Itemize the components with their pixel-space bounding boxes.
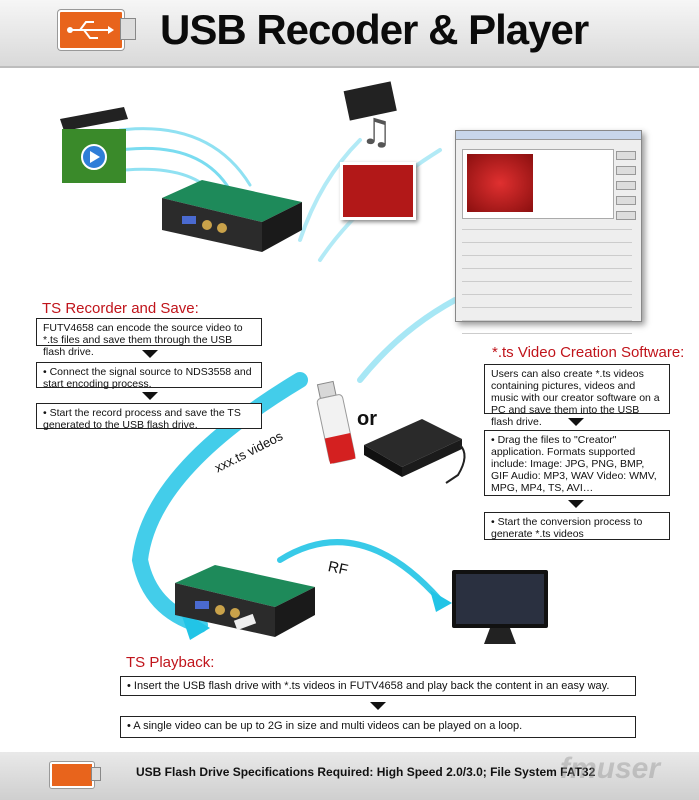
creation-step-3: • Start the conversion process to genera… — [484, 512, 670, 540]
window-side-buttons — [616, 151, 636, 220]
usb-logo-icon — [58, 10, 124, 50]
ts-playback-heading: TS Playback: — [126, 654, 215, 671]
recorder-arrow-1 — [142, 350, 158, 358]
footer-usb-plug-icon — [91, 767, 101, 781]
recorder-step-3: • Start the record process and save the … — [36, 403, 262, 431]
window-form-rows — [462, 223, 632, 334]
playback-arrow-1 — [370, 702, 386, 710]
preview-image — [467, 154, 533, 212]
tv-monitor-icon — [450, 568, 550, 646]
usb-flash-drive-icon — [312, 380, 358, 468]
page-title: USB Recoder & Player — [160, 6, 589, 53]
recorder-step-2: • Connect the signal source to NDS3558 a… — [36, 362, 262, 390]
preview-pane — [462, 149, 614, 219]
photo-stack-icon — [340, 162, 416, 220]
footer-bar — [0, 752, 699, 800]
window-titlebar — [456, 131, 641, 140]
encoder-device-icon — [162, 180, 302, 255]
or-label: or — [357, 408, 377, 430]
external-hard-drive-icon — [362, 415, 472, 485]
svg-text:♫: ♫ — [360, 112, 392, 150]
creator-software-window — [455, 130, 642, 334]
ts-recorder-heading: TS Recorder and Save: — [42, 300, 199, 317]
player-device-icon — [175, 565, 315, 640]
ts-creation-heading: *.ts Video Creation Software: — [492, 344, 685, 361]
creation-arrow-1 — [568, 418, 584, 426]
creation-arrow-2 — [568, 500, 584, 508]
creation-step-2: • Drag the files to "Creator" applicatio… — [484, 430, 670, 496]
usb-plug-icon — [120, 18, 136, 40]
playback-step-2: • A single video can be up to 2G in size… — [120, 716, 636, 738]
footer-spec-text: USB Flash Drive Specifications Required:… — [136, 765, 596, 779]
footer-usb-icon — [50, 762, 94, 788]
playback-step-1: • Insert the USB flash drive with *.ts v… — [120, 676, 636, 696]
watermark-text: fmuser — [560, 752, 661, 785]
creation-step-1: Users can also create *.ts videos contai… — [484, 364, 670, 428]
film-music-icon: ♫ — [342, 80, 407, 153]
recorder-arrow-2 — [142, 392, 158, 400]
recorder-step-1: FUTV4658 can encode the source video to … — [36, 318, 262, 358]
video-clip-icon — [58, 105, 130, 185]
